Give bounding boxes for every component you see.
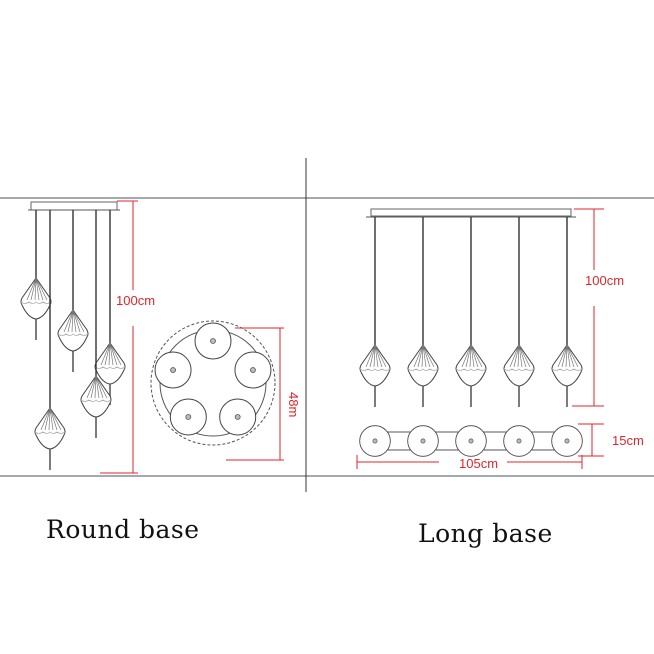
long-depth-label: 15cm [612, 433, 644, 448]
long-width-dimension: 105cm [356, 455, 583, 471]
long-base-side-view [359, 208, 583, 408]
ceiling-disc [169, 398, 207, 436]
pendant-lamp [359, 344, 391, 408]
ceiling-disc [359, 425, 391, 457]
round-base-top-view [150, 320, 276, 446]
pendant-lamp [551, 344, 583, 408]
ceiling-disc [407, 425, 439, 457]
long-height-dimension: 100cm [572, 208, 624, 407]
round-height-dimension: 100cm [100, 200, 155, 474]
pendant-lamp [20, 277, 52, 341]
round-base-side-view [20, 201, 126, 471]
long-canopy [370, 208, 572, 217]
ceiling-disc [503, 425, 535, 457]
long-depth-dimension: 15cm [578, 423, 644, 457]
long-base-caption: Long base [418, 519, 553, 548]
pendant-lamp [80, 375, 112, 439]
pendant-lamp [407, 344, 439, 408]
pendant-lamp [57, 309, 89, 373]
long-base-top-view [359, 425, 583, 457]
round-canopy [30, 201, 118, 211]
long-height-label: 100cm [585, 273, 624, 288]
round-height-label: 100cm [116, 293, 155, 308]
round-diameter-dimension: 48m [226, 327, 301, 461]
ceiling-disc [219, 398, 257, 436]
pendant-lamp [503, 344, 535, 408]
round-base-caption: Round base [46, 515, 200, 544]
ceiling-disc [234, 351, 272, 389]
ceiling-disc [455, 425, 487, 457]
pendant-lamp [34, 407, 66, 471]
ceiling-disc [194, 322, 232, 360]
long-width-label: 105cm [459, 456, 498, 471]
ceiling-disc [551, 425, 583, 457]
pendant-lamp [455, 344, 487, 408]
ceiling-disc [154, 351, 192, 389]
round-diameter-label: 48m [286, 392, 301, 417]
